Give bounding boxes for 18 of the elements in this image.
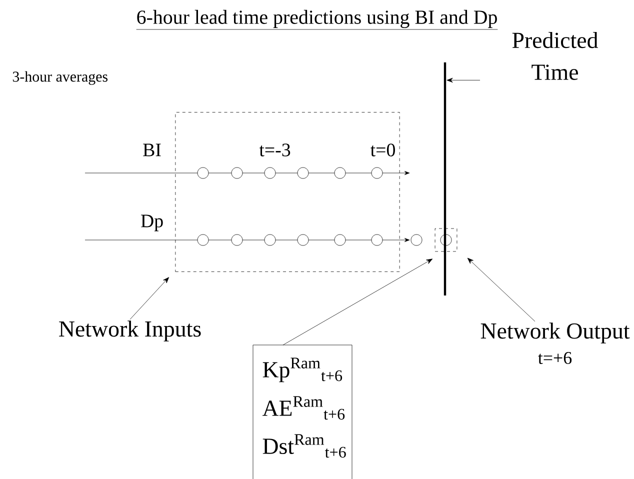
arrow [467, 258, 536, 322]
text-label: Network Inputs [59, 320, 201, 342]
variable-label: Dst$^{Ram}$t+6 [262, 434, 346, 458]
variable-label: AE$^{Ram}$t+6 [262, 396, 345, 420]
time-label: t=+6 [538, 352, 572, 364]
input-box [175, 112, 400, 272]
time-label: t=0 [370, 144, 395, 156]
arrow [446, 78, 480, 83]
variable-label: Kp$^{Ram}$t+6 [262, 358, 342, 382]
arrow [130, 277, 170, 320]
time-label: t=-3 [259, 144, 290, 156]
output-box [434, 228, 458, 252]
title: 6-hour lead time predictions using BI and Dp [136, 10, 498, 30]
text-label: Predicted Time [512, 32, 598, 80]
variables-box [252, 344, 352, 479]
text-label: Network Output [480, 322, 630, 344]
subtitle: 3-hour averages [12, 71, 108, 85]
arrow [282, 258, 433, 346]
